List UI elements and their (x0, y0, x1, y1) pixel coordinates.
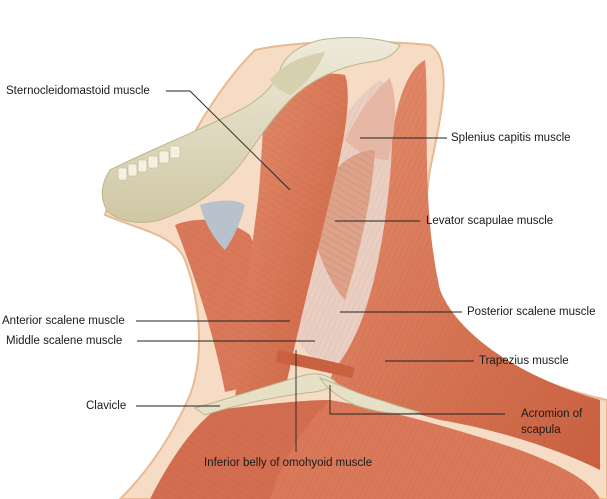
acromion-shape (318, 377, 421, 415)
label-splenius-capitis: Splenius capitis muscle (451, 132, 571, 144)
label-middle-scalene: Middle scalene muscle (6, 335, 123, 347)
label-anterior-scalene: Anterior scalene muscle (2, 315, 125, 327)
teeth (117, 145, 181, 181)
skull-base-shape (270, 52, 325, 95)
leader-lines (136, 90, 505, 452)
label-levator-scapulae: Levator scapulae muscle (426, 215, 554, 227)
clavicle-shape (193, 373, 337, 416)
label-posterior-scalene: Posterior scalene muscle (467, 306, 596, 318)
label-trapezius: Trapezius muscle (479, 355, 569, 367)
label-acromion-line2: scapula (521, 424, 561, 436)
vessel-shape (200, 200, 245, 250)
label-clavicle: Clavicle (86, 400, 127, 412)
label-acromion-line1: Acromion of (521, 408, 583, 420)
label-sternocleidomastoid: Sternocleidomastoid muscle (6, 85, 150, 97)
label-omohyoid: Inferior belly of omohyoid muscle (204, 457, 373, 469)
mandible-shape (101, 37, 401, 223)
splenius-capitis-shape (345, 78, 396, 160)
